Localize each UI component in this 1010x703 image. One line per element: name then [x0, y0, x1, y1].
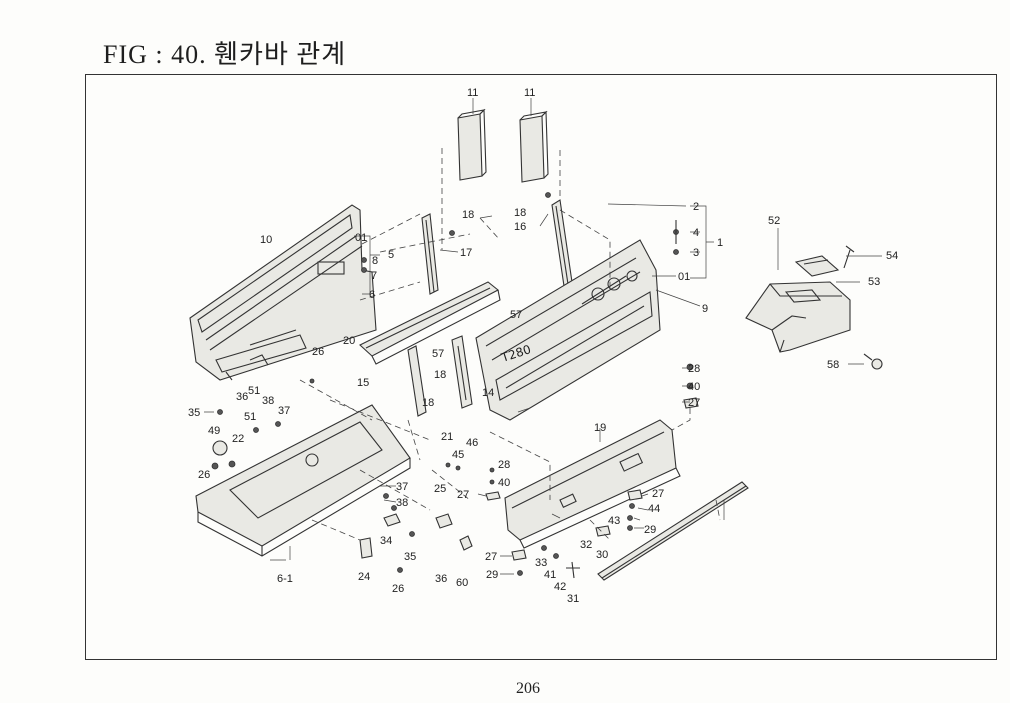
callout-29: 29 — [644, 524, 656, 536]
callout-01: 01 — [355, 232, 367, 244]
callout-41: 41 — [544, 569, 556, 581]
callout-57: 57 — [432, 348, 444, 360]
callout-4: 4 — [693, 227, 699, 239]
callout-38: 38 — [262, 395, 274, 407]
callout-52: 52 — [768, 215, 780, 227]
callout-40: 40 — [498, 477, 510, 489]
callout-35: 35 — [404, 551, 416, 563]
callout-33: 33 — [535, 557, 547, 569]
lower-panel-19 — [504, 419, 681, 549]
callout-26: 26 — [312, 346, 324, 358]
floor-tray — [195, 404, 411, 557]
dash-panel-left — [189, 204, 377, 381]
callout-2: 2 — [693, 201, 699, 213]
callout-24: 24 — [358, 571, 370, 583]
callout-40: 40 — [688, 381, 700, 393]
callout-16: 16 — [514, 221, 526, 233]
callout-28: 28 — [688, 363, 700, 375]
callout-27: 27 — [652, 488, 664, 500]
callout-31: 31 — [567, 593, 579, 605]
callout-7: 7 — [371, 270, 377, 282]
callout-36: 36 — [236, 391, 248, 403]
pad-11-right — [519, 110, 549, 183]
callout-5: 5 — [388, 249, 394, 261]
callout-labels: 11 11 18 18 16 17 2 4 1 3 01 9 52 54 53 … — [188, 87, 898, 605]
side-strip-16 — [551, 199, 573, 287]
callout-29: 29 — [486, 569, 498, 581]
callout-8: 8 — [372, 255, 378, 267]
callout-45: 45 — [452, 449, 464, 461]
callout-19: 19 — [594, 422, 606, 434]
callout-14: 14 — [482, 387, 494, 399]
callout-54: 54 — [886, 250, 898, 262]
callout-37: 37 — [396, 481, 408, 493]
callout-34: 34 — [380, 535, 392, 547]
callout-21: 21 — [441, 431, 453, 443]
callout-20: 20 — [343, 335, 355, 347]
callout-58: 58 — [827, 359, 839, 371]
assembly-lines — [299, 209, 721, 541]
callout-53: 53 — [868, 276, 880, 288]
callout-18: 18 — [422, 397, 434, 409]
callout-18: 18 — [462, 209, 474, 221]
callout-46: 46 — [466, 437, 478, 449]
callout-01: 01 — [678, 271, 690, 283]
console-52 — [745, 281, 851, 353]
callout-18: 18 — [434, 369, 446, 381]
callout-1: 1 — [717, 237, 723, 249]
callout-51: 51 — [244, 411, 256, 423]
diagram-frame — [85, 74, 997, 660]
callout-26: 26 — [392, 583, 404, 595]
callout-27: 27 — [485, 551, 497, 563]
callout-10: 10 — [260, 234, 272, 246]
callout-37: 37 — [278, 405, 290, 417]
console-lid-53 — [794, 255, 840, 277]
callout-42: 42 — [554, 581, 566, 593]
callout-17: 17 — [460, 247, 472, 259]
page-number: 206 — [516, 680, 540, 697]
callout-27: 27 — [457, 489, 469, 501]
callout-60: 60 — [456, 577, 468, 589]
callout-30: 30 — [596, 549, 608, 561]
callout-6-1: 6-1 — [277, 573, 293, 585]
callout-25: 25 — [434, 483, 446, 495]
callout-43: 43 — [608, 515, 620, 527]
callout-3: 3 — [693, 247, 699, 259]
figure-title: FIG : 40. 휀카바 관계 — [103, 40, 347, 69]
small-fasteners — [211, 192, 699, 579]
callout-18: 18 — [514, 207, 526, 219]
callout-28: 28 — [498, 459, 510, 471]
callout-51: 51 — [248, 385, 260, 397]
bolt-58 — [863, 353, 883, 370]
callout-32: 32 — [580, 539, 592, 551]
callout-57: 57 — [510, 309, 522, 321]
callout-11: 11 — [467, 87, 478, 99]
side-strip-17 — [421, 213, 439, 295]
center-strip-15 — [359, 281, 501, 365]
callout-6: 6 — [369, 289, 375, 301]
lower-trim-strip — [597, 481, 749, 581]
callout-44: 44 — [648, 503, 660, 515]
instrument-panel-right — [475, 239, 661, 421]
callout-11: 11 — [524, 87, 535, 99]
strip-14 — [451, 335, 473, 409]
strip-57 — [407, 345, 427, 417]
callout-22: 22 — [232, 433, 244, 445]
pad-11-left — [457, 108, 487, 181]
leader-lines — [204, 203, 882, 575]
callout-15: 15 — [357, 377, 369, 389]
callout-38: 38 — [396, 497, 408, 509]
callout-26: 26 — [198, 469, 210, 481]
callout-35: 35 — [188, 407, 200, 419]
callout-49: 49 — [208, 425, 220, 437]
screw-54 — [843, 245, 855, 269]
callout-9: 9 — [702, 303, 708, 315]
callout-36: 36 — [435, 573, 447, 585]
callout-27: 27 — [688, 397, 700, 409]
